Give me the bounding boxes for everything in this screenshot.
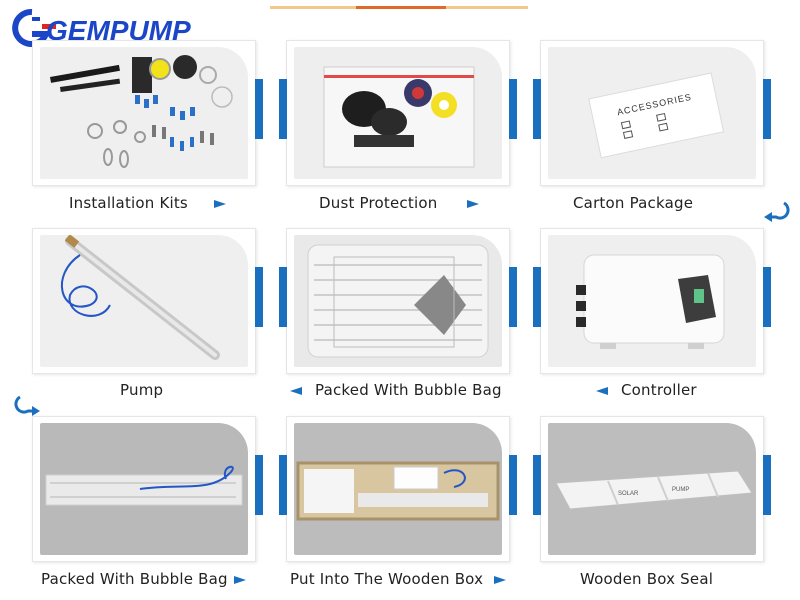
bubble-bag-pump-photo bbox=[40, 423, 248, 555]
dust-protection-photo bbox=[294, 47, 502, 179]
card-accent-bar bbox=[533, 79, 541, 139]
step-card-dust-protection bbox=[279, 40, 517, 186]
card-accent-bar bbox=[279, 79, 287, 139]
arrow-right-icon bbox=[494, 576, 506, 584]
step-card-wooden-box-seal: SOLAR PUMP bbox=[533, 416, 771, 562]
card-accent-bar bbox=[509, 267, 517, 327]
arrow-right-icon bbox=[214, 200, 226, 208]
card-accent-bar bbox=[763, 455, 771, 515]
arrow-left-icon bbox=[596, 387, 608, 395]
step-label: Packed With Bubble Bag bbox=[41, 570, 228, 588]
card-accent-bar bbox=[763, 267, 771, 327]
turn-arrow-icon bbox=[14, 395, 40, 416]
step-label: Dust Protection bbox=[319, 194, 438, 212]
card-accent-bar bbox=[255, 455, 263, 515]
bubble-bag-controller-photo bbox=[294, 235, 502, 367]
step-label: Pump bbox=[120, 381, 164, 399]
controller-photo bbox=[548, 235, 756, 367]
turn-arrow-icon bbox=[764, 201, 790, 222]
card-accent-bar bbox=[509, 455, 517, 515]
carton-package-photo: ACCESSORIES bbox=[548, 47, 756, 179]
step-label: Installation Kits bbox=[69, 194, 188, 212]
header-line-left bbox=[270, 6, 356, 9]
card-accent-bar bbox=[255, 267, 263, 327]
card-accent-bar bbox=[255, 79, 263, 139]
installation-kits-photo bbox=[40, 47, 248, 179]
step-label: Put Into The Wooden Box bbox=[290, 570, 484, 588]
step-card-bubble-bag-pump bbox=[32, 416, 263, 562]
step-card-pump bbox=[32, 228, 263, 374]
pump-photo bbox=[40, 235, 248, 367]
step-label: Controller bbox=[621, 381, 697, 399]
step-card-installation-kits bbox=[32, 40, 263, 186]
step-card-bubble-bag-controller bbox=[279, 228, 517, 374]
card-accent-bar bbox=[509, 79, 517, 139]
wooden-box-photo bbox=[294, 423, 502, 555]
arrow-right-icon bbox=[234, 576, 246, 584]
card-accent-bar bbox=[763, 79, 771, 139]
wooden-box-seal-photo: SOLAR PUMP bbox=[548, 423, 756, 555]
card-accent-bar bbox=[533, 455, 541, 515]
step-label: Carton Package bbox=[573, 194, 694, 212]
header-line-right bbox=[446, 6, 528, 9]
card-accent-bar bbox=[279, 267, 287, 327]
arrow-left-icon bbox=[290, 387, 302, 395]
crate-text-pump: PUMP bbox=[672, 487, 689, 493]
step-card-controller bbox=[533, 228, 771, 374]
step-card-carton-package: ACCESSORIES bbox=[533, 40, 771, 186]
crate-text-solar: SOLAR bbox=[618, 491, 639, 497]
card-accent-bar bbox=[533, 267, 541, 327]
step-label: Wooden Box Seal bbox=[580, 570, 714, 588]
card-accent-bar bbox=[279, 455, 287, 515]
step-card-wooden-box bbox=[279, 416, 517, 562]
header-line-mid bbox=[356, 6, 446, 9]
arrow-right-icon bbox=[467, 200, 479, 208]
step-label: Packed With Bubble Bag bbox=[315, 381, 502, 399]
